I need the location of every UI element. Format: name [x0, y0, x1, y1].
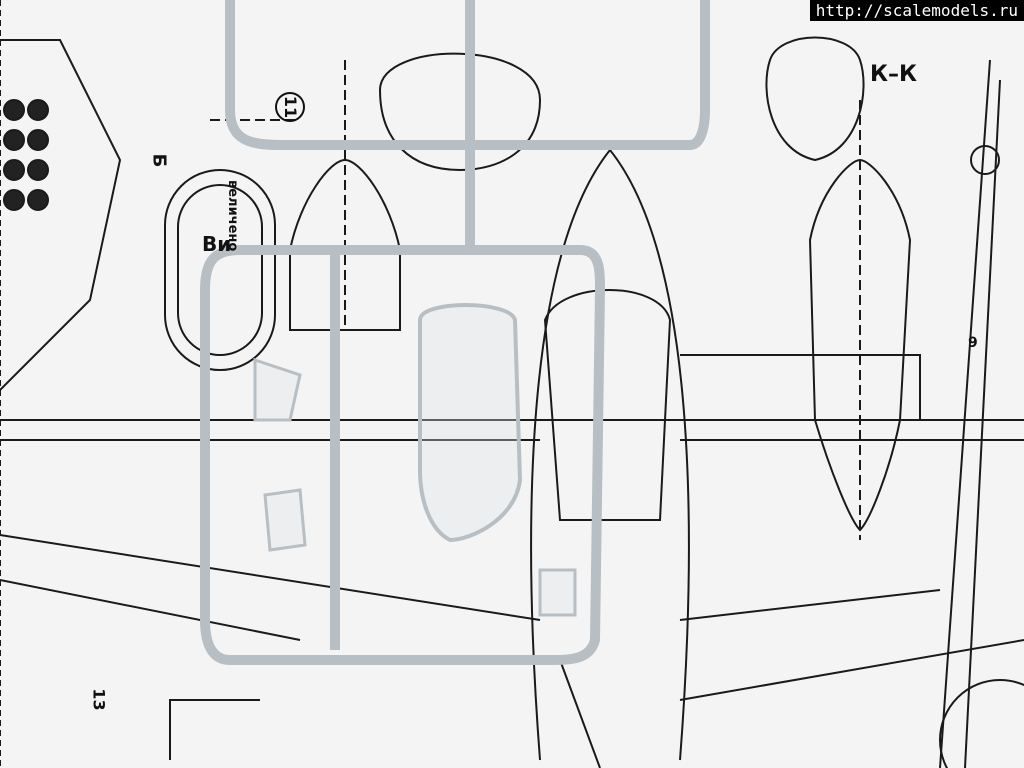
part-number-label: 11	[275, 92, 305, 122]
callout-9: 9	[968, 335, 978, 351]
view-label: Ви	[202, 232, 232, 256]
clear-sprue	[200, 0, 710, 665]
view-arrow-label: Б	[148, 153, 170, 168]
nacelle-left	[289, 158, 401, 331]
watermark: http://scalemodels.ru	[809, 0, 1024, 21]
nacelle-right	[808, 158, 912, 532]
section-label: К–К	[870, 62, 917, 87]
canopy-part	[418, 303, 523, 543]
canopy-drawing	[543, 289, 672, 521]
engine-outline	[0, 39, 122, 391]
section-kk-drawing	[765, 36, 865, 162]
callout-13: 13	[89, 688, 109, 711]
hatch-drawing	[164, 169, 276, 371]
engine-cylinders	[3, 99, 49, 211]
